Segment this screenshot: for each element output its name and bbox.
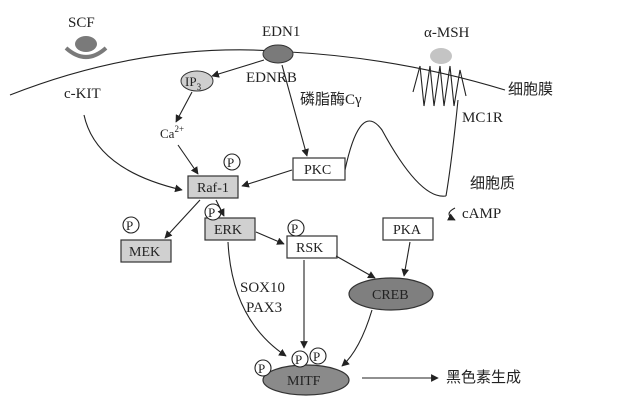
mitf-phospho-left [254,359,272,377]
arrow-erk-to-mitf [227,241,287,357]
membrane-label: 细胞膜 [508,81,553,98]
creb-label: CREB [372,288,409,303]
ip3-label: IP3 [185,74,202,92]
ip3-node [180,70,214,92]
mc1r-receptor [412,65,467,107]
arrow-edn1-to-ip3 [211,59,265,78]
arrow-creb-to-mitf [341,309,373,367]
mitf-label: MITF [287,374,321,389]
pkc-label: PKC [304,163,331,178]
edn1-ligand [262,44,294,64]
rsk-phospho-label: P [291,221,298,236]
pka-node [382,217,434,241]
edn1-label: EDN1 [262,24,300,40]
arrow-edn1-to-pkc [281,64,309,157]
arrow-ca-to-raf1 [177,144,199,175]
melanin-label: 黑色素生成 [446,369,521,386]
ca-label: Ca2+ [160,124,184,141]
camp-curl [447,207,456,221]
mek-phospho [122,216,140,234]
creb-node [348,277,434,311]
pkc-node [292,157,346,181]
ednrb-label: EDNRB [246,70,297,86]
erk-phospho-label: P [208,205,215,220]
arrow-rsk-to-creb [335,255,376,279]
mek-phospho-label: P [126,218,133,233]
rsk-label: RSK [296,241,323,256]
scf-ligand [75,36,97,52]
ckit-receptor [64,46,108,59]
arrow-raf1-to-erk [215,199,225,217]
mitf-phospho-left-label: P [258,361,265,376]
erk-label: ERK [214,223,242,238]
ckit-label: c-KIT [64,86,101,102]
mek-node [120,239,172,263]
arrow-ip3-to-ca [175,91,193,123]
cytoplasm-label: 细胞质 [470,175,515,192]
rsk-node [286,235,338,259]
mc1r-to-camp-line [445,99,459,197]
pax3-label: PAX3 [246,300,282,316]
pkc-to-mc1r-curve [344,120,447,197]
pka-label: PKA [393,223,422,238]
arrow-pka-to-creb [401,241,411,277]
sox10-label: SOX10 [240,280,285,296]
raf1-phospho [223,153,241,171]
arrow-pkc-to-raf1 [241,169,293,188]
mc1r-label: MC1R [462,110,503,126]
plc-label: 磷脂酶Cγ [300,91,362,108]
erk-node [204,217,256,241]
mitf-phospho-right-label: P [313,349,320,364]
mitf-phospho-right [309,347,327,365]
mitf-phospho-mid-label: P [295,352,302,367]
raf1-node [187,175,239,199]
scf-label: SCF [68,15,95,31]
arrow-raf1-to-mek [164,199,201,239]
mitf-phospho-mid [291,350,309,368]
raf1-phospho-label: P [227,155,234,170]
arrow-ckit-to-raf1 [83,114,183,193]
mek-label: MEK [129,245,160,260]
amsh-ligand [430,48,452,64]
rsk-phospho [287,219,305,237]
camp-label: cAMP [462,206,501,222]
arrow-erk-to-rsk [255,231,285,245]
amsh-label: α-MSH [424,25,470,41]
raf1-label: Raf-1 [197,181,229,196]
